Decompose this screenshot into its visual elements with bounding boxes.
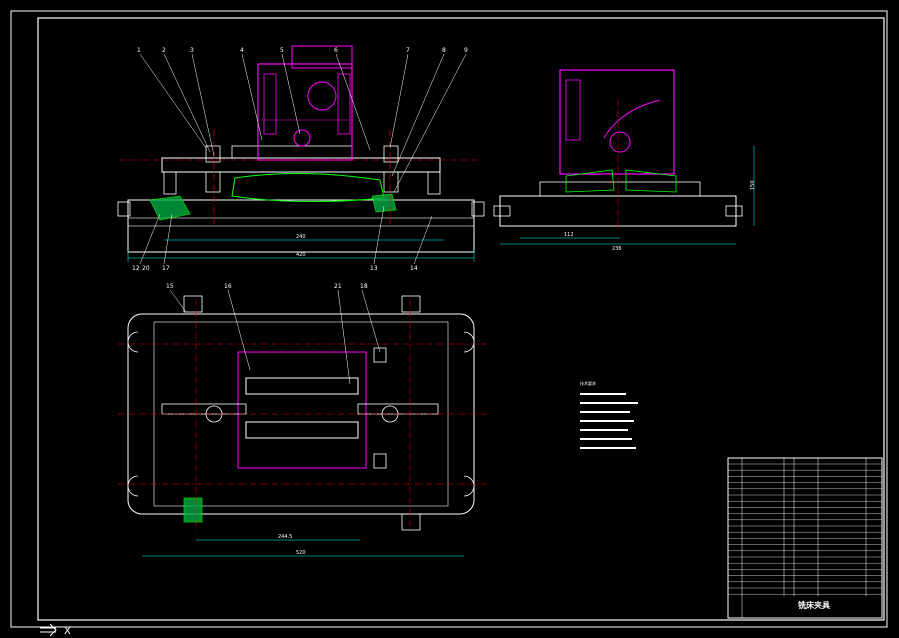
balloon-7: 7 [406,47,410,54]
balloon-4: 4 [240,47,244,54]
dim-side-h: 150 [750,180,756,190]
dim-top-w: 244.5 [278,534,292,540]
balloon-20: 20 [142,265,150,272]
front-view [117,45,485,265]
balloon-2: 2 [162,47,166,54]
title-block-title: 铣床夹具 [798,600,830,610]
side-view [493,69,755,245]
balloon-8: 8 [442,47,446,54]
ucs-icon [40,623,57,637]
balloon-12: 12 [132,265,140,272]
title-block-rows [728,463,882,595]
balloon-13: 13 [370,265,378,272]
title-block [727,457,883,619]
notes-heading: 技术要求 [580,380,596,386]
dim-front-a: 240 [296,234,306,240]
dim-side-w: 236 [612,246,622,252]
dim-top-total: 520 [296,550,306,556]
top-view [118,289,488,557]
dim-front-b: 420 [296,252,306,258]
balloon-1: 1 [137,47,141,54]
balloon-16: 16 [224,283,232,290]
axis-x-label: X [64,626,71,637]
balloon-18: 18 [360,283,368,290]
balloon-15: 15 [166,283,174,290]
balloon-14: 14 [410,265,418,272]
dim-side-c: 112 [564,232,574,238]
inner-border [37,17,885,621]
outer-border [10,10,888,628]
balloon-21: 21 [334,283,342,290]
balloon-3: 3 [190,47,194,54]
balloon-9: 9 [464,47,468,54]
technical-notes [580,393,638,449]
balloon-5: 5 [280,47,284,54]
balloon-6: 6 [334,47,338,54]
balloon-17: 17 [162,265,170,272]
